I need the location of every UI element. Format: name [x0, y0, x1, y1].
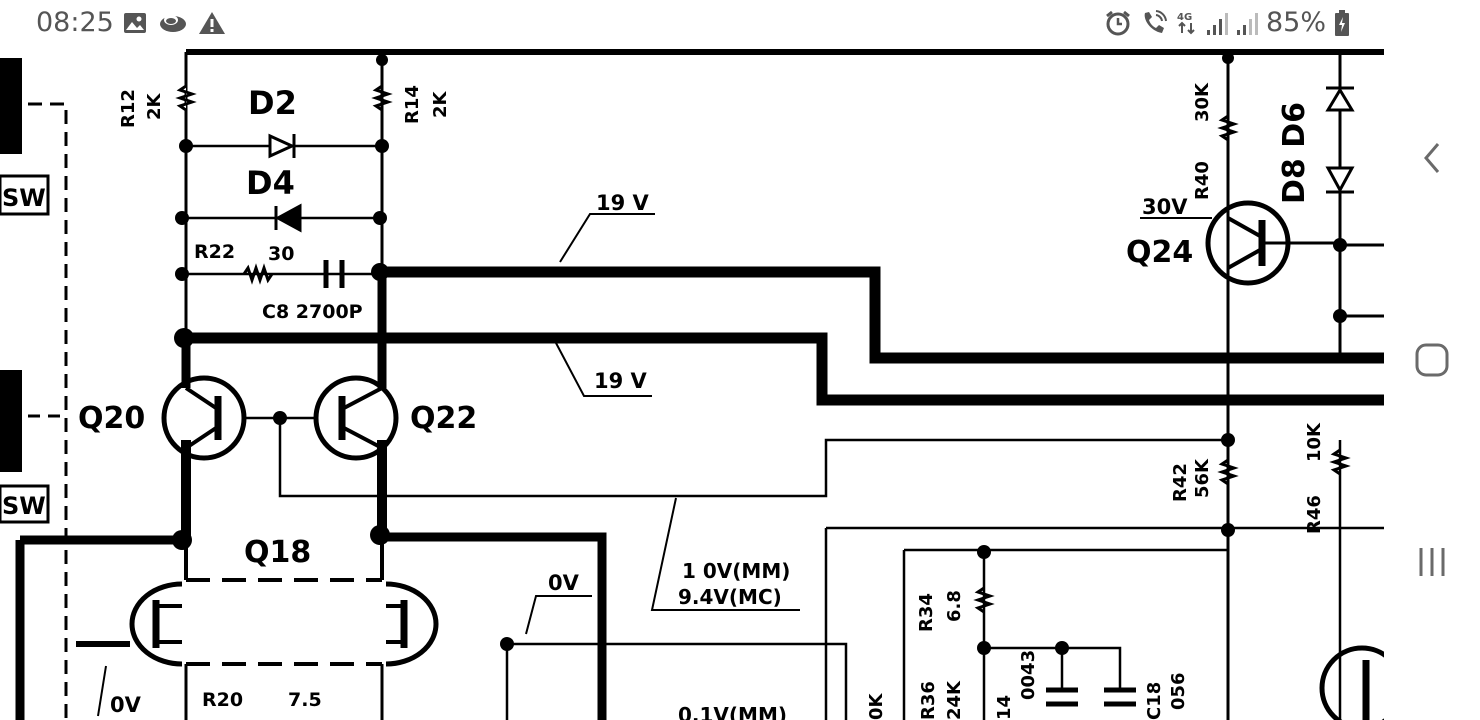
voltage-0v-right: 0V	[548, 571, 580, 595]
edge-block-lower	[0, 370, 22, 472]
home-icon	[1415, 343, 1449, 377]
navigation-bar	[1384, 0, 1480, 720]
wifi-call-icon	[1144, 9, 1167, 33]
resistor-symbols	[175, 84, 1351, 614]
r22-label: R22	[194, 241, 235, 263]
signal-icon	[1206, 12, 1228, 35]
warning-icon	[199, 12, 225, 34]
back-button[interactable]	[1408, 134, 1456, 182]
voltage-mc: 9.4V(MC)	[678, 585, 782, 609]
svg-text:4G: 4G	[1177, 12, 1192, 23]
sw-box-lower	[0, 484, 50, 524]
d2-label: D2	[248, 84, 297, 122]
r34-label: R34	[916, 593, 937, 632]
voltage-19v-top: 19 V	[596, 191, 650, 215]
q24-label: Q24	[1126, 235, 1193, 270]
r46-label: R46	[1304, 495, 1325, 534]
sw-lower-label: SW	[2, 492, 46, 520]
r-partial-label: 0K	[866, 692, 887, 720]
voltage-mm: 1 0V(MM)	[682, 559, 790, 583]
capacitor-symbols	[323, 260, 1136, 707]
r42-label: R42	[1170, 463, 1191, 502]
r40-value: 30K	[1192, 82, 1213, 122]
sw-upper-label: SW	[2, 184, 46, 212]
alarm-icon	[1106, 10, 1130, 35]
back-icon	[1424, 143, 1440, 173]
d4-label: D4	[246, 164, 295, 202]
r14-label: R14	[402, 85, 423, 124]
image-icon	[124, 13, 146, 33]
edge-block-upper	[0, 58, 22, 154]
r42-value: 56K	[1192, 458, 1213, 498]
r40-label: R40	[1192, 161, 1213, 200]
q22-label: Q22	[410, 401, 477, 436]
signal-icon	[1236, 12, 1258, 35]
r20-label: R20	[202, 689, 243, 711]
r12-value: 2K	[144, 92, 165, 120]
r46-value: 10K	[1304, 422, 1325, 462]
r22-value: 30	[268, 243, 294, 265]
c18-value: 056	[1168, 672, 1189, 710]
recents-icon	[1419, 548, 1445, 576]
r14-value: 2K	[430, 90, 451, 118]
voltage-bottom-partial: 0.1V(MM)	[678, 703, 787, 720]
4g-icon: 4G	[1177, 12, 1195, 34]
r12-label: R12	[118, 89, 139, 128]
c8-label: C8 2700P	[262, 301, 363, 323]
status-time: 08:25	[36, 7, 114, 38]
r36-value: 24K	[944, 680, 965, 720]
q18-label: Q18	[244, 535, 311, 570]
sw-box-upper	[0, 174, 50, 216]
r34-value: 6.8	[944, 590, 965, 622]
c14-value-partial: 0043	[1018, 650, 1039, 700]
junction-dots	[172, 52, 1347, 655]
schematic-diagram[interactable]: SW SW R12 2K R14 2K D2 D4 R22 30 C8 2700…	[0, 48, 1384, 720]
status-bar: 08:25 4G 85%	[0, 0, 1384, 48]
d8-d6-label: D8 D6	[1277, 102, 1312, 204]
voltage-30v: 30V	[1142, 195, 1188, 219]
battery-percent: 85%	[1265, 7, 1326, 38]
transistor-symbols	[129, 200, 1384, 720]
c14-partial-label: 14	[994, 695, 1015, 720]
q20-label: Q20	[78, 401, 145, 436]
battery-icon	[1335, 9, 1349, 36]
recents-button[interactable]	[1408, 538, 1456, 586]
c18-label: C18	[1144, 682, 1165, 720]
home-button[interactable]	[1408, 336, 1456, 384]
r36-label: R36	[918, 681, 939, 720]
diode-symbols	[268, 86, 1355, 233]
voltage-19v-mid: 19 V	[594, 369, 648, 393]
voltage-0v-left: 0V	[110, 693, 142, 717]
r20-value: 7.5	[288, 689, 322, 711]
cloud-icon	[160, 15, 186, 32]
